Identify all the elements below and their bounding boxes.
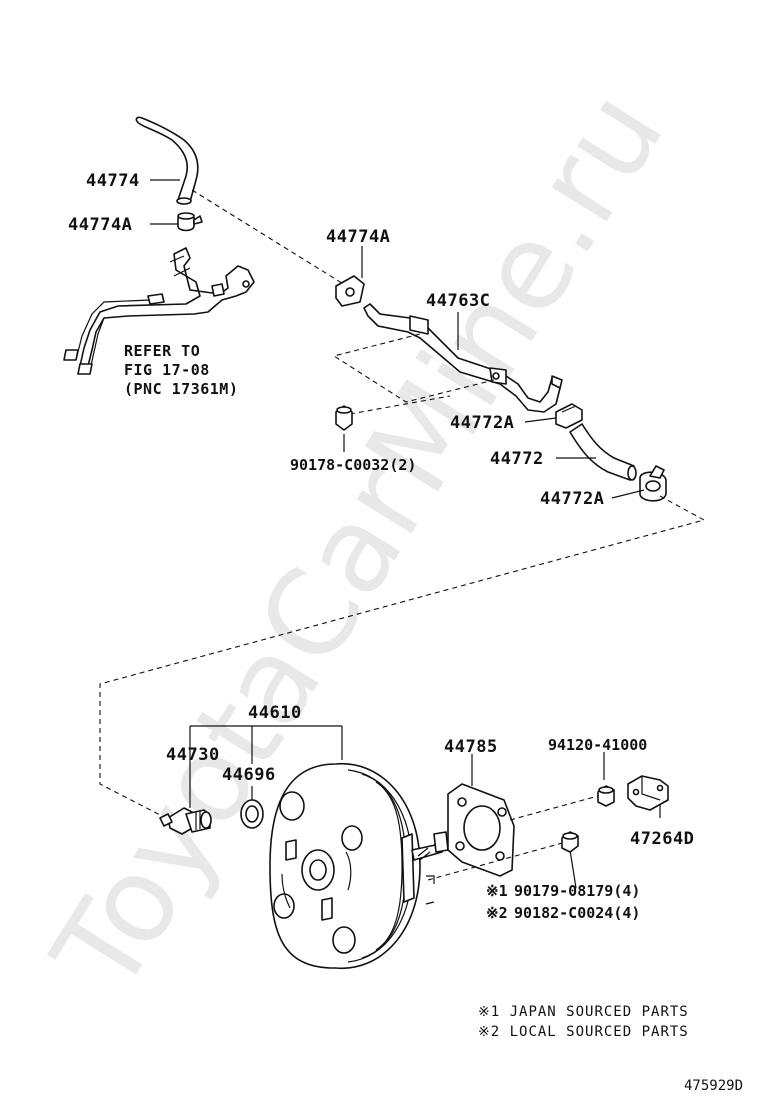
label-44730: 44730: [166, 745, 220, 765]
push-rod[interactable]: [411, 831, 449, 905]
nut-90179-90182[interactable]: [561, 831, 579, 853]
note-local-sourced: ※2 LOCAL SOURCED PARTS: [478, 1024, 689, 1040]
clamp-44772A-lower[interactable]: [639, 465, 667, 502]
leader-lines-bottom: [189, 725, 661, 889]
gasket-44785[interactable]: [447, 783, 515, 877]
nut-90178-C0032[interactable]: [335, 405, 353, 431]
check-valve-44730[interactable]: [159, 807, 212, 835]
label-44772A-lower: 44772A: [540, 489, 604, 509]
clamp-44772A-upper[interactable]: [555, 403, 583, 429]
mark-2: ※2: [486, 904, 508, 922]
label-44696: 44696: [222, 765, 276, 785]
label-44763C: 44763C: [426, 291, 490, 311]
mark-1: ※1: [486, 882, 508, 900]
connector-line-5: [427, 841, 567, 881]
clamp-44774A-mid[interactable]: [335, 275, 365, 307]
label-44774: 44774: [86, 171, 140, 191]
label-90182-C0024: 90182-C0024(4): [514, 904, 640, 922]
pipe-assembly-17361M[interactable]: [63, 247, 255, 375]
connector-line-1: [191, 189, 346, 286]
nut-94120-41000[interactable]: [597, 785, 615, 807]
connector-line-3: [99, 495, 706, 819]
grommet-44696[interactable]: [240, 799, 264, 829]
figure-code: 475929D: [684, 1078, 743, 1094]
refer-line-2: FIG 17-08: [124, 361, 210, 379]
label-44774A-mid: 44774A: [326, 227, 390, 247]
label-44772: 44772: [490, 449, 544, 469]
hose-44772[interactable]: [569, 423, 637, 481]
pipe-44763C[interactable]: [363, 303, 563, 413]
label-44774A-upper: 44774A: [68, 215, 132, 235]
label-47264D: 47264D: [630, 829, 694, 849]
brake-booster-44610[interactable]: [269, 763, 421, 969]
clamp-44774A-upper[interactable]: [177, 212, 203, 232]
note-japan-sourced: ※1 JAPAN SOURCED PARTS: [478, 1004, 689, 1020]
bracket-outline: [332, 333, 495, 403]
label-44785: 44785: [444, 737, 498, 757]
connector-line-4: [509, 795, 599, 821]
label-90179-08179: 90179-08179(4): [514, 882, 640, 900]
hose-44774[interactable]: [135, 116, 199, 205]
connector-line-2: [349, 395, 451, 415]
leader-lines-top: [150, 179, 645, 499]
label-44610: 44610: [248, 703, 302, 723]
clevis-47264D[interactable]: [627, 775, 669, 811]
refer-line-1: REFER TO: [124, 342, 200, 360]
label-44772A-upper: 44772A: [450, 413, 514, 433]
label-90178-C0032: 90178-C0032(2): [290, 456, 416, 474]
label-94120-41000: 94120-41000: [548, 736, 647, 754]
refer-line-3: (PNC 17361M): [124, 380, 238, 398]
